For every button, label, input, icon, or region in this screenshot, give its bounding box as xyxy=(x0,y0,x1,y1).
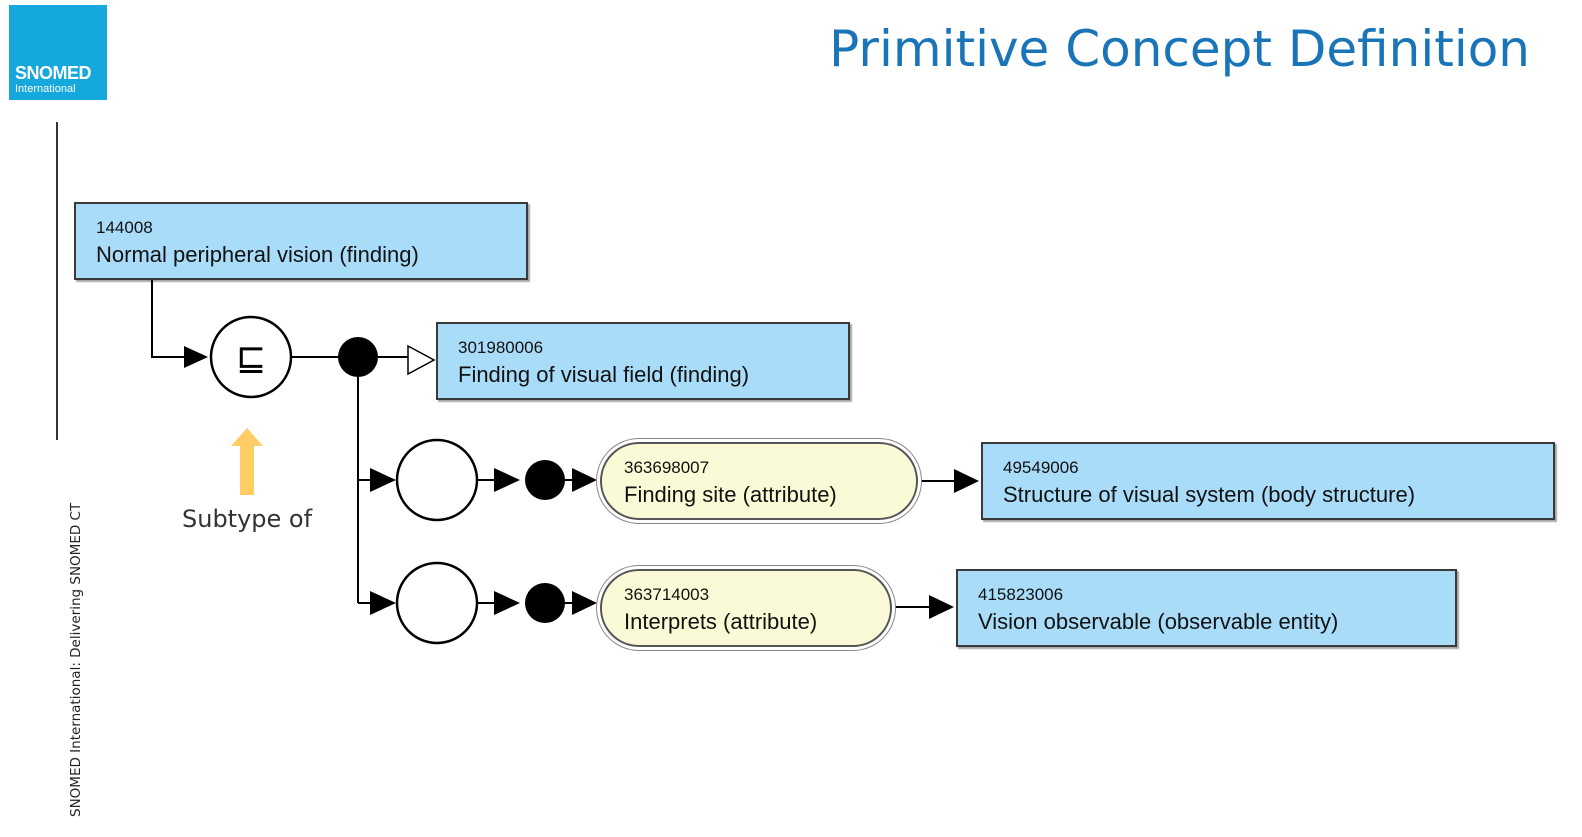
arrowhead-row2-conj xyxy=(494,591,520,615)
subtype-of-label: Subtype of xyxy=(182,505,313,533)
arrowhead-row2-value xyxy=(929,595,954,619)
concept-interprets-value[interactable]: 415823006 Vision observable (observable … xyxy=(956,569,1457,647)
concept-name: Vision observable (observable entity) xyxy=(978,609,1339,634)
arrowhead-row2-attr xyxy=(572,591,597,615)
attribute-name: Finding site (attribute) xyxy=(624,482,837,507)
logo-line1: SNOMED xyxy=(15,63,92,83)
concept-name: Finding of visual field (finding) xyxy=(458,362,750,387)
conjunction-node xyxy=(338,337,378,377)
subtype-symbol-icon: ⊑ xyxy=(236,338,266,379)
page-title: Primitive Concept Definition xyxy=(829,20,1530,78)
role-group-node-2 xyxy=(395,561,479,645)
attribute-name: Interprets (attribute) xyxy=(624,609,818,634)
concept-focus[interactable]: 144008 Normal peripheral vision (finding… xyxy=(74,202,528,280)
concept-name: Normal peripheral vision (finding) xyxy=(96,242,419,267)
concept-id: 144008 xyxy=(96,218,153,237)
arrowhead-row1-conj xyxy=(494,468,520,492)
attribute-id: 363714003 xyxy=(624,585,710,604)
annotation-up-arrow-icon xyxy=(231,428,263,495)
arrowhead-row1-attr xyxy=(572,468,597,492)
attribute-id: 363698007 xyxy=(624,458,710,477)
sidebar-divider xyxy=(56,122,58,440)
concept-id: 49549006 xyxy=(1003,458,1079,477)
arrowhead-subtype xyxy=(184,346,208,368)
concept-id: 415823006 xyxy=(978,585,1064,604)
snomed-logo: SNOMED International xyxy=(9,5,107,100)
role-conjunction-node-1 xyxy=(525,460,565,500)
arrowhead-row1-value xyxy=(954,469,979,493)
concept-name: Structure of visual system (body structu… xyxy=(1003,482,1416,507)
logo-line2: International xyxy=(15,83,76,95)
arrowhead-row2-group xyxy=(370,591,396,615)
hollow-arrowhead-parent xyxy=(407,344,436,376)
concept-finding-site-value[interactable]: 49549006 Structure of visual system (bod… xyxy=(981,442,1555,520)
arrowhead-row1-group xyxy=(370,468,396,492)
role-group-node-1 xyxy=(395,438,479,522)
concept-parent[interactable]: 301980006 Finding of visual field (findi… xyxy=(436,322,850,400)
attribute-interprets[interactable]: 363714003 Interprets (attribute) xyxy=(600,569,892,647)
role-conjunction-node-2 xyxy=(525,583,565,623)
connector-focus-to-subtype xyxy=(151,280,184,358)
concept-id: 301980006 xyxy=(458,338,544,357)
attribute-finding-site[interactable]: 363698007 Finding site (attribute) xyxy=(600,442,918,520)
